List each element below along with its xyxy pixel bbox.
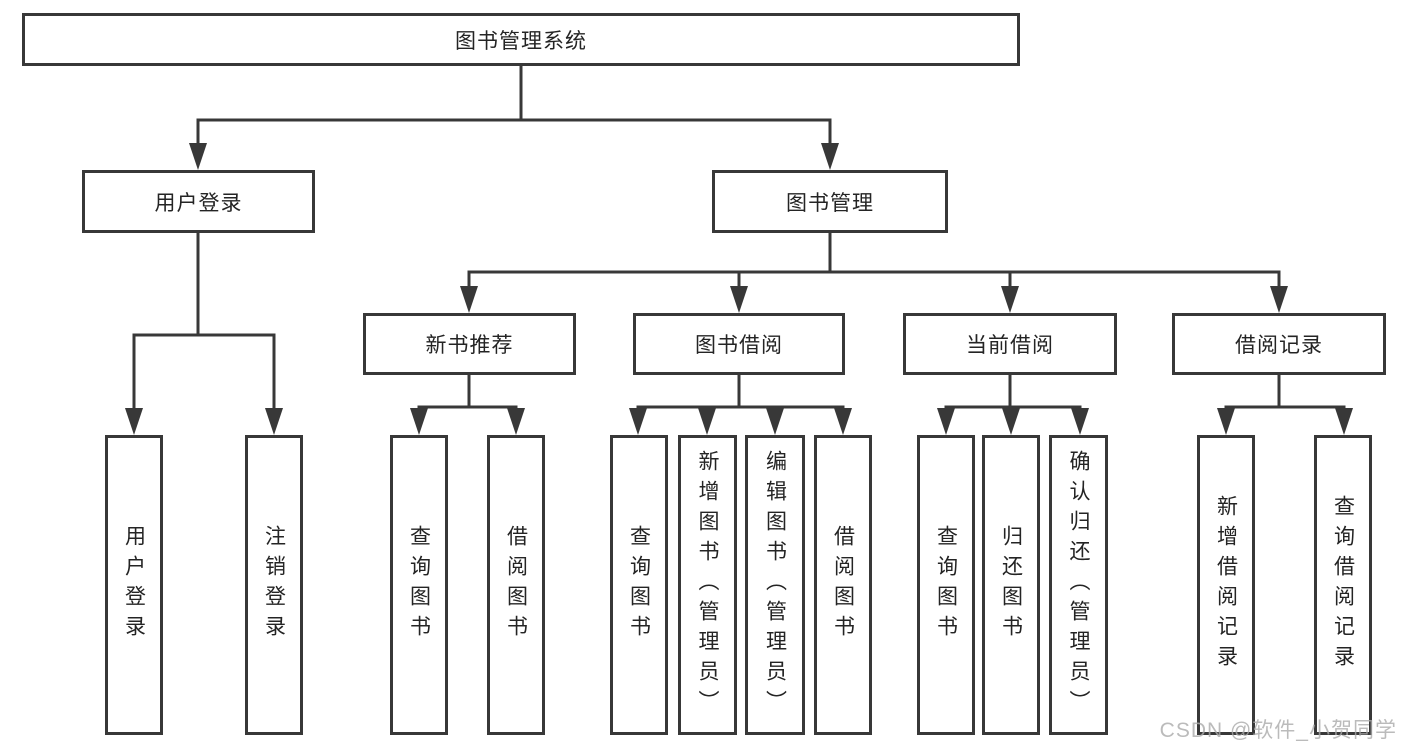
node-query-books-borrow-label: 查询图书: [627, 525, 651, 645]
node-query-borrow-record-label: 查询借阅记录: [1331, 495, 1355, 675]
node-return-books: 归还图书: [982, 435, 1040, 735]
node-query-books-recommend: 查询图书: [390, 435, 448, 735]
node-borrow-books-label: 借阅图书: [831, 525, 855, 645]
node-login: 用户登录: [105, 435, 163, 735]
node-add-borrow-record: 新增借阅记录: [1197, 435, 1255, 735]
node-edit-books-admin: 编辑图书（管理员）: [745, 435, 805, 735]
node-user-login: 用户登录: [82, 170, 315, 233]
node-new-book-recommend-label: 新书推荐: [425, 334, 514, 357]
node-add-borrow-record-label: 新增借阅记录: [1214, 495, 1238, 675]
node-logout-label: 注销登录: [262, 525, 286, 645]
node-borrowing-records: 借阅记录: [1172, 313, 1386, 375]
node-borrowing-records-label: 借阅记录: [1235, 334, 1323, 357]
node-library-management-system: 图书管理系统: [22, 13, 1020, 66]
node-return-books-label: 归还图书: [999, 525, 1023, 645]
node-query-books-recommend-label: 查询图书: [407, 525, 431, 645]
node-edit-books-admin-label: 编辑图书（管理员）: [763, 450, 787, 720]
node-add-books-admin: 新增图书（管理员）: [678, 435, 737, 735]
node-add-books-admin-label: 新增图书（管理员）: [696, 450, 719, 720]
node-login-label: 用户登录: [122, 525, 146, 645]
node-logout: 注销登录: [245, 435, 303, 735]
node-query-borrow-record: 查询借阅记录: [1314, 435, 1372, 735]
node-user-login-label: 用户登录: [154, 191, 243, 215]
node-query-books-current: 查询图书: [917, 435, 975, 735]
node-book-management: 图书管理: [712, 170, 948, 233]
node-library-management-system-label: 图书管理系统: [455, 29, 587, 53]
node-book-borrowing: 图书借阅: [633, 313, 845, 375]
node-borrow-books: 借阅图书: [814, 435, 872, 735]
node-confirm-return-admin: 确认归还（管理员）: [1049, 435, 1108, 735]
node-confirm-return-admin-label: 确认归还（管理员）: [1067, 450, 1090, 720]
node-query-books-borrow: 查询图书: [610, 435, 668, 735]
csdn-watermark: CSDN @软件_小贺同学: [1159, 719, 1397, 742]
node-query-books-current-label: 查询图书: [934, 525, 958, 645]
node-book-borrowing-label: 图书借阅: [695, 334, 783, 357]
node-borrow-books-recommend-label: 借阅图书: [504, 525, 528, 645]
node-new-book-recommend: 新书推荐: [363, 313, 576, 375]
node-current-borrowing-label: 当前借阅: [966, 334, 1054, 357]
node-borrow-books-recommend: 借阅图书: [487, 435, 545, 735]
node-book-management-label: 图书管理: [786, 191, 874, 215]
node-current-borrowing: 当前借阅: [903, 313, 1117, 375]
